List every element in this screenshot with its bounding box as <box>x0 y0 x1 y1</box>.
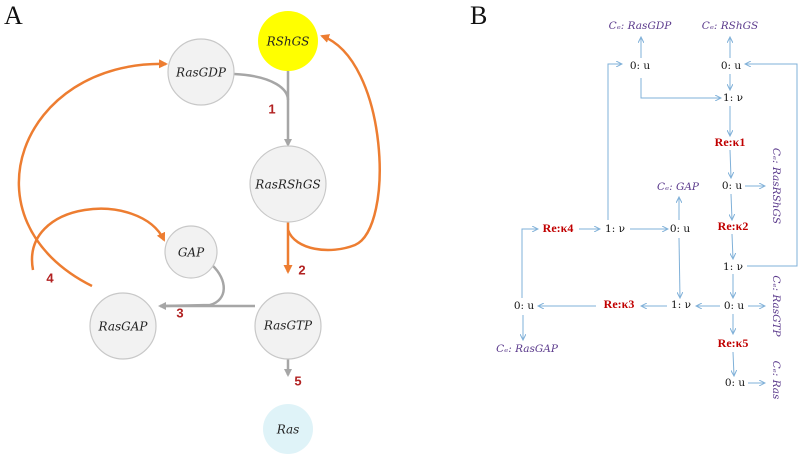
reaction-number-3: 3 <box>176 305 183 320</box>
junction-0-rshgs: 0: u <box>721 60 742 72</box>
node-rasgtp-circle <box>254 292 322 360</box>
edge-regulation-rshgs <box>286 34 381 252</box>
reaction-number-2: 2 <box>298 262 305 277</box>
node-rasgdp-circle <box>167 38 235 106</box>
junction-0-rasgap: 0: u <box>514 300 535 312</box>
node-gap[interactable]: GAP <box>164 225 218 279</box>
junction-1-k3: 1: ν <box>671 299 691 311</box>
junction-1-k4: 1: ν <box>605 223 625 235</box>
node-rasgap-circle <box>89 292 157 360</box>
junction-1-k2: 1: ν <box>723 261 743 273</box>
node-rasrshgs[interactable]: RasRShGS <box>249 145 327 223</box>
node-rasgap[interactable]: RasGAP <box>89 292 157 360</box>
ce-rasrshgs: Cₑ: RasRShGS <box>770 148 782 224</box>
node-rasgdp[interactable]: RasGDP <box>167 38 235 106</box>
junction-1-k1: 1: ν <box>723 92 743 104</box>
ce-rshgs: Cₑ: RShGS <box>702 20 758 32</box>
junction-0-gap: 0: u <box>670 223 691 235</box>
edge-regulation-rasgdp <box>17 59 168 288</box>
junction-0-rasgtp: 0: u <box>724 300 745 312</box>
re-k4: Re:κ4 <box>543 221 574 235</box>
junction-0-ras: 0: u <box>725 377 746 389</box>
edge-regulation-gap <box>30 207 166 271</box>
node-rasrshgs-label: RasRShGS <box>254 178 320 192</box>
node-rasrshgs-circle <box>249 145 327 223</box>
node-gap-label: GAP <box>178 246 205 260</box>
node-ras-label: Ras <box>276 423 300 437</box>
edge-rasgdp-r1 <box>233 72 290 101</box>
junction-0-rasgdp: 0: u <box>630 60 651 72</box>
node-ras[interactable]: Ras <box>263 404 313 454</box>
bond-graph-bonds <box>522 37 798 383</box>
ce-ras: Cₑ: Ras <box>770 361 782 400</box>
node-rshgs-label: RShGS <box>266 35 310 49</box>
re-k5: Re:κ5 <box>718 336 749 350</box>
panel-b-label: B <box>470 1 487 30</box>
re-k1: Re:κ1 <box>715 135 746 149</box>
node-gap-circle <box>164 225 218 279</box>
panel-a-label: A <box>4 1 23 30</box>
node-ras-circle <box>263 404 313 454</box>
node-rasgap-label: RasGAP <box>98 320 149 334</box>
node-rshgs-circle <box>258 11 318 71</box>
re-k2: Re:κ2 <box>718 219 749 233</box>
ce-rasgap: Cₑ: RasGAP <box>496 343 559 355</box>
node-rshgs[interactable]: RShGS <box>258 11 318 71</box>
ce-gap: Cₑ: GAP <box>657 181 700 193</box>
node-rasgdp-label: RasGDP <box>175 66 227 80</box>
reaction-number-5: 5 <box>294 373 301 388</box>
node-rasgtp[interactable]: RasGTP <box>254 292 322 360</box>
reaction-number-1: 1 <box>268 101 275 116</box>
node-rasgtp-label: RasGTP <box>263 319 313 333</box>
ce-rasgtp: Cₑ: RasGTP <box>770 275 782 337</box>
re-k3: Re:κ3 <box>604 297 635 311</box>
ce-rasgdp: Cₑ: RasGDP <box>609 20 673 32</box>
reaction-number-4: 4 <box>46 270 54 285</box>
junction-0-rasrshgs: 0: u <box>722 180 743 192</box>
